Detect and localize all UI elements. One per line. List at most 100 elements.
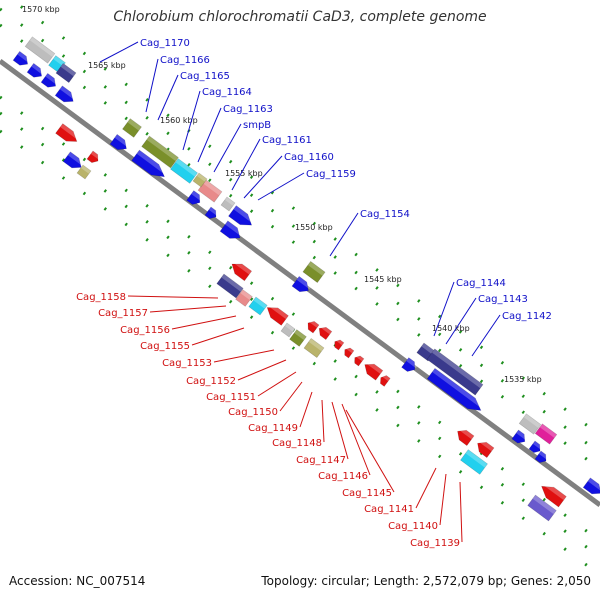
cds-arrow xyxy=(219,220,244,239)
leader-line xyxy=(197,107,222,163)
cds-arrow xyxy=(477,438,495,459)
gene-label-forward: Cag_1165 xyxy=(180,71,230,82)
cds-arrow xyxy=(307,319,320,334)
gene-label-reverse: Cag_1148 xyxy=(272,438,322,449)
gene-feature xyxy=(24,36,56,64)
cds-arrow xyxy=(457,426,475,447)
gene-feature xyxy=(248,296,268,316)
gene-feature xyxy=(170,158,198,184)
cds-arrow xyxy=(334,338,345,351)
leader-line xyxy=(257,172,305,201)
gene-label-reverse: Cag_1150 xyxy=(228,407,278,418)
cds-arrow xyxy=(54,85,77,103)
leader-line xyxy=(127,295,219,299)
cds-arrow xyxy=(109,133,130,151)
cds-arrow xyxy=(26,62,45,78)
leader-line xyxy=(213,123,242,173)
leader-line xyxy=(471,314,501,357)
cds-arrow xyxy=(426,367,485,411)
cds-arrow xyxy=(186,190,204,205)
gene-label-reverse: Cag_1153 xyxy=(162,358,212,369)
cds-arrow xyxy=(40,72,59,88)
gene-label-reverse: Cag_1155 xyxy=(140,341,190,352)
label-leader-lines xyxy=(99,41,501,543)
gene-feature xyxy=(460,449,488,475)
gene-feature xyxy=(534,423,558,445)
gene-feature xyxy=(216,273,244,299)
cds-arrow xyxy=(231,259,253,282)
gene-label-reverse: Cag_1147 xyxy=(296,455,346,466)
gene-label-forward: Cag_1143 xyxy=(478,294,528,305)
leader-line xyxy=(171,315,237,330)
gene-label-reverse: Cag_1152 xyxy=(186,376,236,387)
leader-line xyxy=(299,391,313,428)
gene-feature xyxy=(141,135,179,169)
leader-line xyxy=(459,481,463,543)
gene-feature xyxy=(280,322,296,338)
cds-arrow xyxy=(266,302,289,326)
gene-label-reverse: Cag_1158 xyxy=(76,292,126,303)
leader-line xyxy=(231,138,261,191)
cds-arrow xyxy=(291,275,312,293)
cds-arrow xyxy=(86,150,101,163)
tick-label: 1545 kbp xyxy=(364,275,402,284)
gene-feature xyxy=(220,196,236,212)
gene-label-forward: Cag_1161 xyxy=(262,135,312,146)
leader-line xyxy=(279,381,303,412)
cds-arrow xyxy=(534,450,549,463)
leader-line xyxy=(157,74,179,121)
leader-line xyxy=(191,327,245,346)
gene-feature xyxy=(426,348,484,396)
gene-labels: Cag_1170Cag_1166Cag_1165Cag_1164Cag_1163… xyxy=(76,38,552,549)
leader-line xyxy=(341,403,371,476)
gene-feature xyxy=(527,494,557,522)
tick-label: 1535 kbp xyxy=(504,375,542,384)
accession-text: Accession: NC_007514 xyxy=(9,574,146,588)
gene-label-forward: Cag_1163 xyxy=(223,104,273,115)
cds-arrow xyxy=(354,354,365,367)
leader-line xyxy=(243,155,283,199)
cds-arrow xyxy=(131,149,169,178)
cds-arrow xyxy=(582,477,600,495)
gene-feature xyxy=(76,164,92,180)
gene-label-forward: Cag_1159 xyxy=(306,169,356,180)
leader-line xyxy=(433,281,455,337)
gene-label-forward: Cag_1154 xyxy=(360,209,410,220)
leader-line xyxy=(213,349,275,363)
leader-line xyxy=(331,401,349,460)
tick-label: 1570 kbp xyxy=(22,5,60,14)
cds-arrow xyxy=(344,346,355,359)
gene-label-reverse: Cag_1151 xyxy=(206,392,256,403)
gene-feature xyxy=(235,289,253,307)
cds-arrow xyxy=(511,429,529,444)
tick-label: 1550 kbp xyxy=(295,223,333,232)
gene-label-forward: Cag_1142 xyxy=(502,311,552,322)
cds-arrow xyxy=(380,373,391,387)
tick-label: 1540 kbp xyxy=(432,324,470,333)
leader-line xyxy=(329,212,359,257)
leader-line xyxy=(149,305,227,313)
tick-label: 1560 kbp xyxy=(160,116,198,125)
gene-label-forward: Cag_1144 xyxy=(456,278,506,289)
cds-arrow xyxy=(55,123,81,142)
leader-line xyxy=(321,399,325,443)
cds-arrow xyxy=(228,205,256,226)
leader-line xyxy=(99,41,139,63)
gene-label-reverse: Cag_1145 xyxy=(342,488,392,499)
gene-label-reverse: Cag_1157 xyxy=(98,308,148,319)
cds-arrow xyxy=(541,481,567,508)
leader-line xyxy=(182,90,201,151)
gene-label-forward: Cag_1164 xyxy=(202,87,252,98)
leader-line xyxy=(415,467,437,509)
map-title: Chlorobium chlorochromatii CaD3, complet… xyxy=(113,9,487,25)
leader-line xyxy=(145,58,159,113)
gene-feature xyxy=(289,329,307,347)
cds-arrow xyxy=(62,151,85,169)
gene-label-reverse: Cag_1156 xyxy=(120,325,170,336)
gene-label-reverse: Cag_1141 xyxy=(364,504,414,515)
gene-label-forward: Cag_1166 xyxy=(160,55,210,66)
gene-label-reverse: Cag_1149 xyxy=(248,423,298,434)
